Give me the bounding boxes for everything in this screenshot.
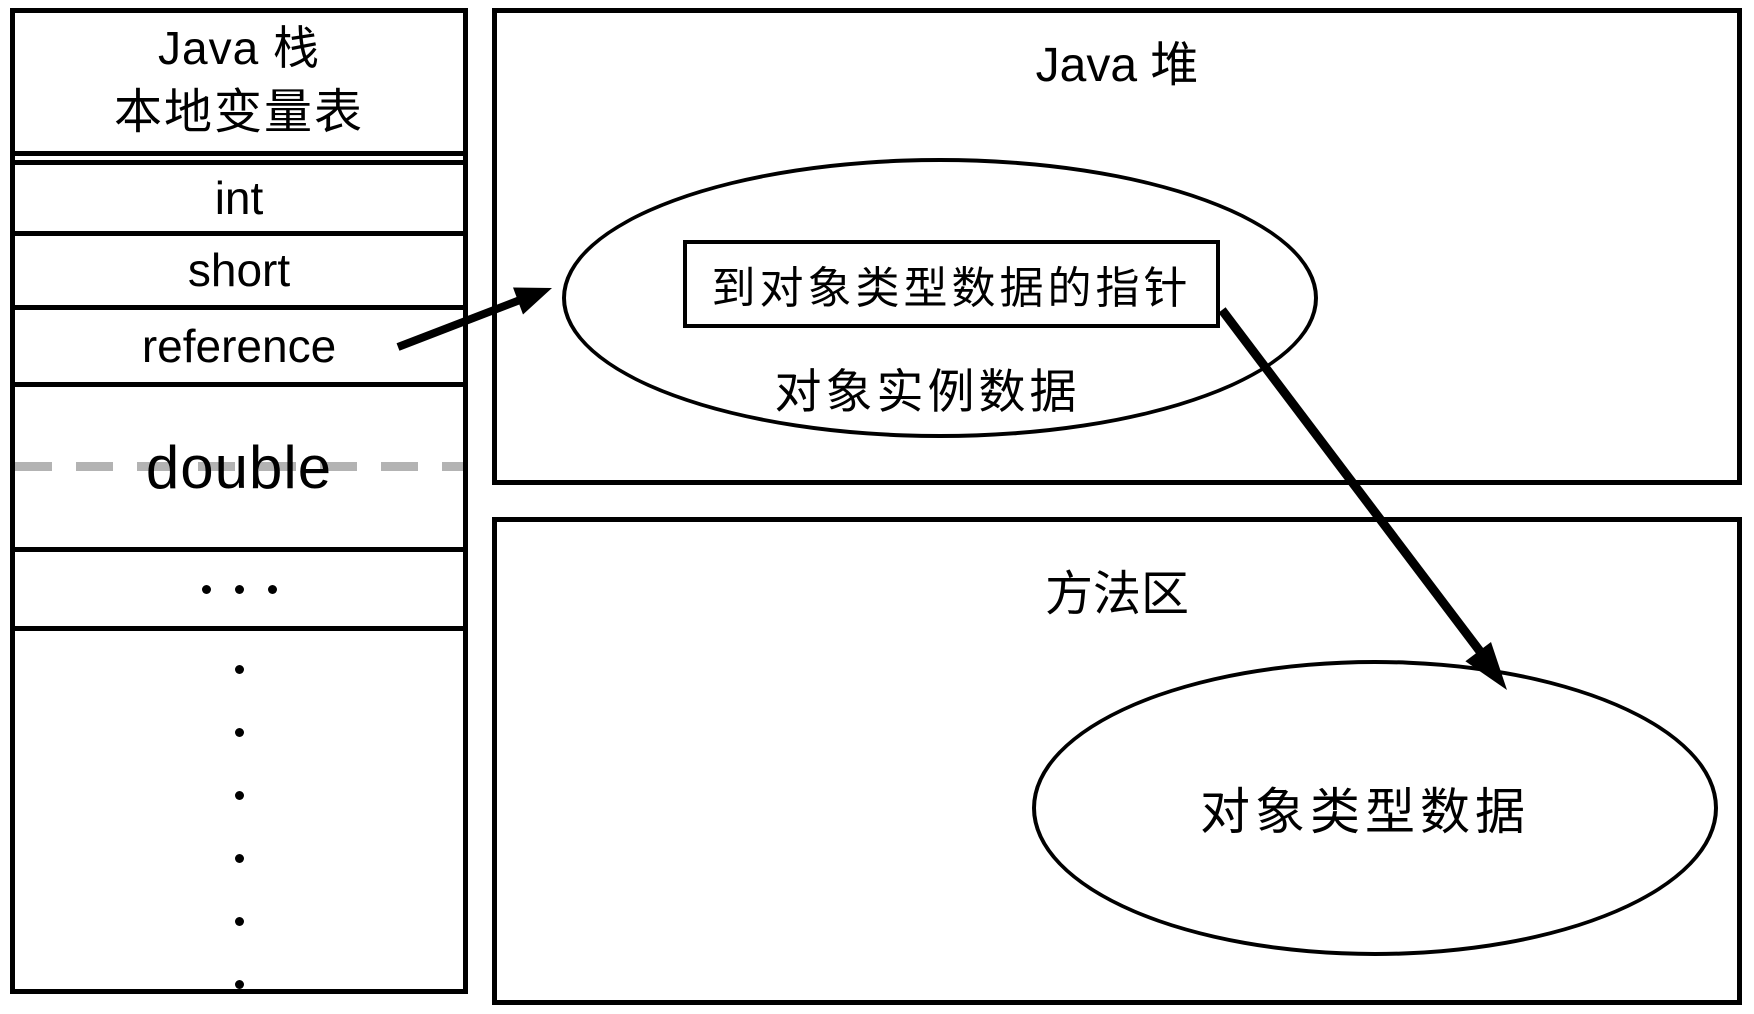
heap-title: Java 堆 bbox=[1035, 39, 1199, 92]
dot-icon bbox=[234, 665, 244, 674]
dot-icon bbox=[234, 980, 244, 989]
object-instance-label: 对象实例数据 bbox=[774, 367, 1081, 419]
object-instance-ellipse bbox=[562, 158, 1318, 438]
dot-icon bbox=[234, 791, 244, 800]
stack-subtitle: 本地变量表 bbox=[113, 86, 364, 139]
dot-icon bbox=[234, 854, 244, 863]
dot-icon bbox=[234, 584, 244, 594]
dot-icon bbox=[201, 584, 211, 594]
ellipsis-dots-vertical bbox=[15, 631, 463, 989]
stack-row-ellipsis bbox=[15, 552, 463, 631]
stack-row-short: short bbox=[15, 236, 463, 310]
stack-row-int: int bbox=[15, 165, 463, 236]
type-pointer-box: 到对象类型数据的指针 bbox=[683, 240, 1220, 328]
stack-row-label: reference bbox=[141, 319, 337, 372]
double-slot-dashed-line bbox=[15, 462, 463, 472]
type-pointer-label: 到对象类型数据的指针 bbox=[711, 264, 1192, 313]
stack-row-label: int bbox=[214, 171, 264, 224]
java-stack-table: Java 栈 本地变量表 int short reference double bbox=[10, 8, 468, 994]
dot-icon bbox=[234, 728, 244, 737]
dot-icon bbox=[234, 917, 244, 926]
double-separator-line bbox=[15, 150, 463, 165]
stack-row-reference: reference bbox=[15, 310, 463, 388]
dot-icon bbox=[267, 584, 277, 594]
object-type-data-ellipse bbox=[1032, 660, 1718, 956]
stack-row-label: double bbox=[145, 433, 333, 501]
stack-row-double: double bbox=[15, 387, 463, 553]
method-area-title: 方法区 bbox=[1044, 568, 1189, 621]
ellipsis-dots-horizontal bbox=[201, 584, 277, 594]
stack-header: Java 栈 本地变量表 bbox=[15, 13, 463, 151]
object-type-data-label: 对象类型数据 bbox=[1200, 784, 1530, 840]
stack-title: Java 栈 bbox=[158, 22, 320, 74]
stack-row-label: short bbox=[187, 244, 291, 297]
